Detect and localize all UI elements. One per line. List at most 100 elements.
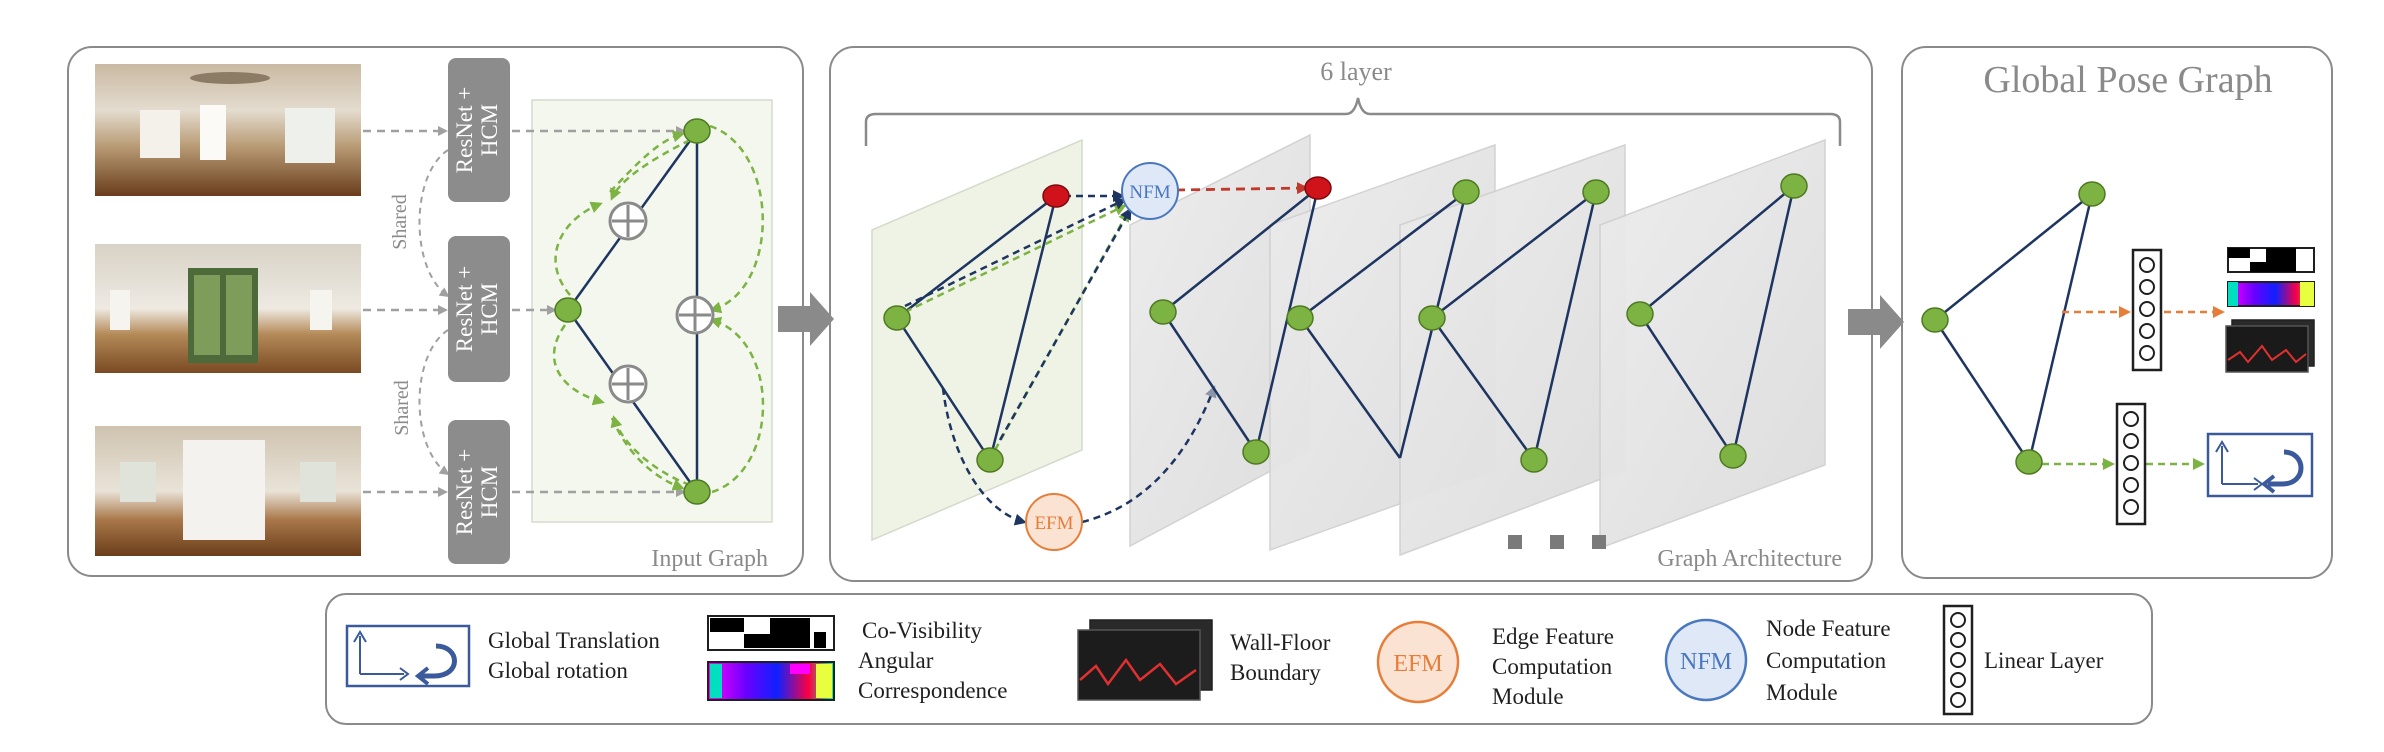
svg-text:HCM: HCM	[477, 104, 502, 156]
legend-covisibility-icon	[707, 615, 835, 651]
panorama-image-1	[95, 64, 361, 196]
angular-correspondence-output-icon	[2227, 281, 2315, 307]
svg-text:HCM: HCM	[477, 283, 502, 335]
layer-node	[1626, 301, 1654, 327]
legend-translation-text: Global Translation	[488, 628, 660, 653]
layer-node	[1418, 305, 1446, 331]
layer-node	[1242, 439, 1270, 465]
flow-arrow-1	[778, 292, 834, 346]
legend-efm-text-3: Module	[1492, 684, 1564, 709]
encoder-block-1: ResNet + HCM	[448, 58, 510, 202]
legend-efm-text-1: Edge Feature	[1492, 624, 1614, 649]
layer-edge	[1161, 311, 1258, 453]
graph-node	[554, 297, 582, 323]
message-arrow	[610, 415, 691, 487]
layer-node	[1286, 305, 1314, 331]
architecture-label: Graph Architecture	[1657, 546, 1842, 572]
legend-frame	[325, 593, 2153, 725]
layer-plane-5	[1599, 138, 1826, 550]
global-pose-output-icon	[2206, 432, 2314, 498]
to-nfm-arrow	[904, 198, 1127, 308]
covisibility-output-icon	[2227, 247, 2315, 273]
layer-node	[1780, 173, 1808, 199]
layer-node	[883, 305, 911, 331]
legend-nfm-text-2: Computation	[1766, 648, 1887, 673]
legend-linear-text: Linear Layer	[1984, 648, 2104, 673]
panorama-image-3	[95, 426, 361, 556]
svg-text:NFM: NFM	[1129, 182, 1170, 203]
pose-graph-node	[2015, 449, 2043, 475]
linear-layer-icon	[2115, 402, 2147, 526]
legend-covis-text-2: Angular	[858, 648, 934, 673]
encoder-block-2: ResNet + HCM	[448, 236, 510, 382]
legend-wall-text-1: Wall-Floor	[1230, 630, 1331, 655]
layer-edge	[896, 195, 1057, 319]
svg-text:NFM: NFM	[1680, 649, 1732, 675]
legend-nfm-text-1: Node Feature	[1766, 616, 1891, 641]
layer-edge	[988, 195, 1058, 461]
layer-edge	[1639, 185, 1795, 315]
shared-label-2: Shared	[391, 380, 413, 436]
to-nfm-arrow	[904, 204, 1127, 314]
aggregate-plus-icon	[608, 364, 648, 404]
more-layers-dot	[1592, 535, 1606, 549]
svg-text:EFM: EFM	[1393, 651, 1442, 677]
layer-count-label: 6 layer	[1320, 57, 1392, 86]
shared-label-1: Shared	[389, 194, 411, 250]
legend-covis-text-3: Correspondence	[858, 678, 1007, 703]
layer-edge	[1298, 317, 1402, 459]
svg-text:ResNet +: ResNet +	[452, 87, 477, 173]
nfm-module: NFM	[1121, 162, 1179, 220]
more-layers-dot	[1508, 535, 1522, 549]
layer-edge	[1532, 191, 1598, 461]
message-arrow	[709, 124, 764, 314]
message-arrow	[709, 316, 765, 494]
svg-text:ResNet +: ResNet +	[452, 449, 477, 535]
layer-plane-1	[871, 138, 1083, 542]
architecture-panel: 6 layer	[829, 46, 1873, 582]
shared-weight-arc-1	[418, 149, 450, 298]
layer-edge	[1430, 317, 1536, 461]
message-arrow	[609, 130, 685, 193]
wall-floor-output-icon	[2225, 319, 2315, 373]
layer-node	[1520, 447, 1548, 473]
legend-pose-icon	[345, 624, 471, 688]
message-arrow	[552, 324, 605, 406]
target-node-red	[1042, 184, 1070, 208]
message-arrow	[610, 417, 685, 491]
nfm-output-arrow	[1175, 182, 1309, 195]
layer-node	[976, 447, 1004, 473]
graph-node	[683, 118, 711, 144]
panorama-image-2	[95, 244, 361, 373]
pose-panel: Global Pose Graph	[1901, 46, 2333, 579]
svg-text:EFM: EFM	[1034, 513, 1073, 534]
legend-wall-text-2: Boundary	[1230, 660, 1321, 685]
encoder-block-3: ResNet + HCM	[448, 420, 510, 564]
flow-arrow-2	[1848, 295, 1904, 349]
layer-edge	[1731, 185, 1796, 457]
layer-node	[1452, 179, 1480, 205]
target-node-red	[1304, 176, 1332, 200]
legend-angular-icon	[707, 661, 835, 701]
layer-edge	[1162, 187, 1319, 313]
legend-nfm-text-3: Module	[1766, 680, 1838, 705]
legend-covis-text-1: Co-Visibility	[862, 618, 983, 643]
layer-node	[1149, 299, 1177, 325]
pose-graph-edge	[1933, 319, 2031, 463]
message-arrow	[610, 138, 691, 201]
message-arrow	[554, 201, 603, 296]
legend-rotation-text: Global rotation	[488, 658, 628, 683]
input-graph-label: Input Graph	[651, 546, 768, 572]
efm-module: EFM	[1025, 493, 1083, 551]
layer-node	[1719, 443, 1747, 469]
svg-text:ResNet +: ResNet +	[452, 266, 477, 352]
legend-efm-text-2: Computation	[1492, 654, 1613, 679]
pose-graph-node	[1921, 307, 1949, 333]
pose-graph-edge	[2027, 193, 2094, 463]
svg-text:HCM: HCM	[477, 466, 502, 518]
shared-weight-arc-2	[418, 329, 450, 476]
legend-efm-badge: EFM	[1376, 620, 1460, 704]
pose-panel-frame	[1901, 46, 2333, 579]
graph-node	[683, 479, 711, 505]
